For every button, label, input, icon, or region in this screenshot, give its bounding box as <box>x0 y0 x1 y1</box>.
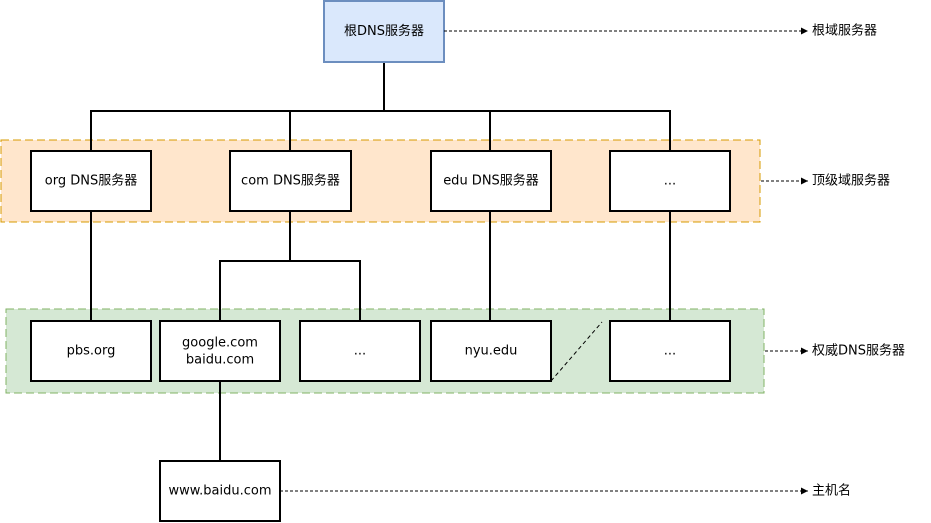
auth-server-google-label: google.com <box>182 336 258 351</box>
root-dns-server: 根DNS服务器 <box>323 0 445 63</box>
level-label-authoritative: 权威DNS服务器 <box>812 343 905 359</box>
auth-server-pbs: pbs.org <box>30 320 152 382</box>
auth-server-pbs-label: pbs.org <box>67 344 116 359</box>
tld-server-more-label: ... <box>664 174 676 189</box>
root-dns-server-label: 根DNS服务器 <box>344 23 424 39</box>
auth-server-more: ... <box>609 320 731 382</box>
host-node-label: www.baidu.com <box>168 484 271 499</box>
host-node: www.baidu.com <box>159 460 281 522</box>
level-label-host: 主机名 <box>812 483 851 499</box>
tld-server-com: com DNS服务器 <box>229 150 352 212</box>
tld-server-more: ... <box>609 150 731 212</box>
tld-server-edu: edu DNS服务器 <box>430 150 552 212</box>
tld-server-com-label: com DNS服务器 <box>241 173 340 189</box>
tree-connectors <box>90 62 671 461</box>
auth-server-more-label: ... <box>664 344 676 359</box>
tld-server-org-label: org DNS服务器 <box>45 173 137 189</box>
tld-server-org: org DNS服务器 <box>30 150 152 212</box>
level-label-tld: 顶级域服务器 <box>812 173 890 189</box>
auth-server-google-baidu: google.com baidu.com <box>159 320 281 382</box>
tld-server-edu-label: edu DNS服务器 <box>443 173 539 189</box>
level-arrows <box>280 27 808 495</box>
auth-server-nyu-label: nyu.edu <box>465 344 518 359</box>
level-labels: 根域服务器 顶级域服务器 权威DNS服务器 主机名 <box>812 23 905 499</box>
dashed-diagonal-connector <box>550 321 603 382</box>
auth-server-com-more: ... <box>299 320 421 382</box>
level-label-root: 根域服务器 <box>812 23 877 39</box>
auth-server-baidu-label: baidu.com <box>186 353 254 368</box>
auth-server-nyu: nyu.edu <box>430 320 552 382</box>
auth-server-com-more-label: ... <box>354 344 366 359</box>
